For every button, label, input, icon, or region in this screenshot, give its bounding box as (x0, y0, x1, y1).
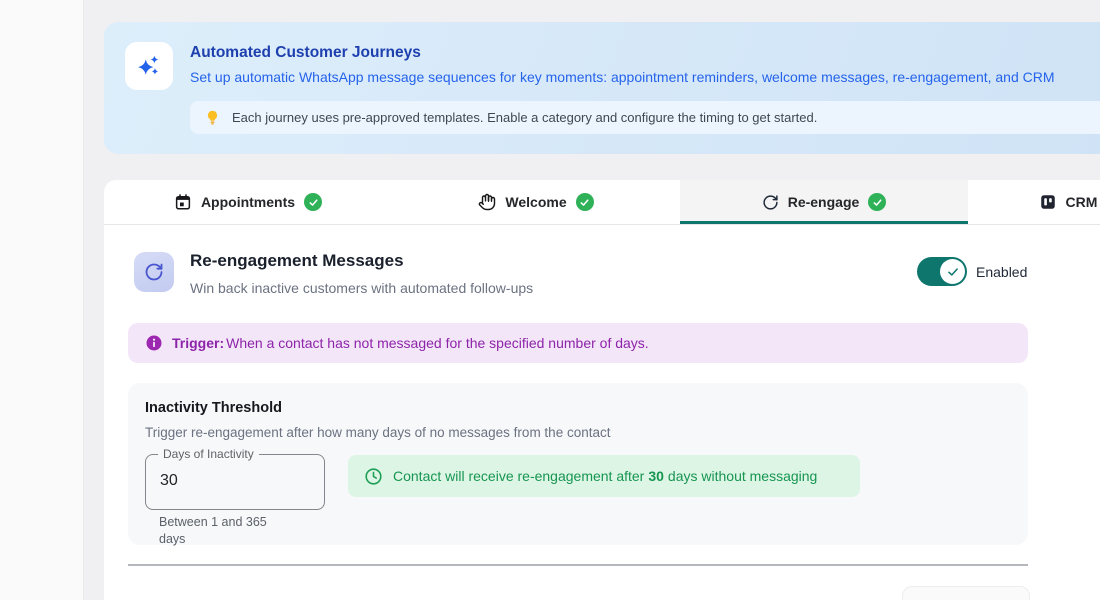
threshold-title: Inactivity Threshold (145, 400, 282, 416)
tab-welcome[interactable]: Welcome (392, 180, 680, 224)
lightbulb-icon (204, 109, 221, 126)
banner-title: Automated Customer Journeys (190, 44, 421, 61)
sparkles-icon (125, 42, 173, 90)
complete-check-icon (868, 193, 887, 211)
tip-text: Each journey uses pre-approved templates… (232, 110, 818, 125)
wave-hand-icon (478, 193, 496, 211)
left-sidebar-strip (0, 0, 84, 600)
summary-prefix: Contact will receive re-engagement after (393, 468, 645, 484)
tab-crm[interactable]: CRM (968, 180, 1100, 224)
refresh-icon (762, 194, 779, 211)
tab-label: CRM (1065, 194, 1098, 210)
kanban-icon (1039, 193, 1057, 211)
refresh-badge-icon (134, 252, 174, 292)
input-label: Days of Inactivity (163, 447, 254, 461)
trigger-banner: Trigger:When a contact has not messaged … (128, 323, 1028, 363)
panel-title: Re-engagement Messages (190, 251, 404, 270)
tab-re-engage[interactable]: Re-engage (680, 180, 968, 224)
calendar-icon (174, 193, 192, 211)
summary-days: 30 (648, 468, 664, 484)
complete-check-icon (575, 193, 594, 211)
complete-check-icon (304, 193, 323, 211)
re-engage-panel: Re-engagement Messages Win back inactive… (104, 225, 1100, 600)
re-engagement-summary: Contact will receive re-engagement after… (348, 455, 860, 497)
section-divider (128, 564, 1028, 566)
banner-subtitle: Set up automatic WhatsApp message sequen… (190, 69, 1055, 85)
clock-icon (364, 467, 383, 486)
tab-label: Re-engage (787, 194, 860, 210)
tab-appointments[interactable]: Appointments (104, 180, 392, 224)
inactivity-threshold-card: Inactivity Threshold Trigger re-engageme… (128, 383, 1028, 546)
save-button[interactable] (902, 586, 1030, 600)
input-helper-text: Between 1 and 365 days (159, 515, 267, 546)
tip-bar: Each journey uses pre-approved templates… (190, 101, 1100, 134)
trigger-label: Trigger: (172, 335, 225, 351)
panel-subtitle: Win back inactive customers with automat… (190, 280, 534, 296)
toggle-label: Enabled (976, 264, 1028, 280)
summary-suffix: days without messaging (667, 468, 818, 484)
automated-journeys-banner: Automated Customer Journeys Set up autom… (104, 22, 1100, 154)
tab-label: Welcome (505, 194, 567, 210)
days-of-inactivity-field: Days of Inactivity (145, 447, 325, 510)
info-icon (145, 334, 163, 352)
threshold-description: Trigger re-engagement after how many day… (145, 425, 611, 440)
tab-label: Appointments (200, 194, 296, 210)
days-of-inactivity-input[interactable] (160, 472, 305, 490)
trigger-text: When a contact has not messaged for the … (226, 335, 649, 351)
enabled-toggle[interactable] (917, 257, 967, 286)
journeys-page: Automated Customer Journeys Set up autom… (104, 0, 1100, 600)
toggle-knob (940, 259, 965, 284)
journey-tabs: Appointments Welcome (104, 180, 1100, 225)
